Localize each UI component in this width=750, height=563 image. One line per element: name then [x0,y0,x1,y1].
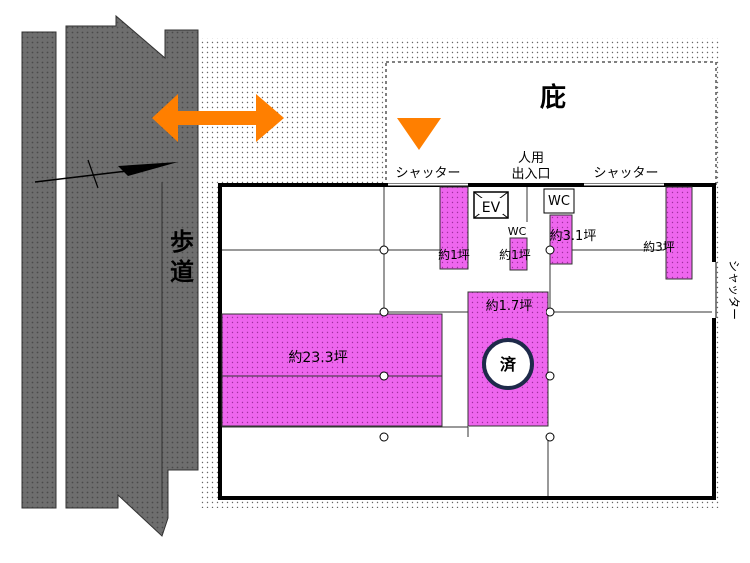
sidewalk-label-1: 歩 [170,228,194,256]
area-wc-small-label: 約1坪 [499,247,531,262]
entrance-label-line1: 人用 [518,151,544,166]
shutter-right-label: シャッター [593,166,658,181]
direction-arrow [118,162,178,176]
shutter-side-label: シャッター [727,260,741,320]
wc-upper-label: WC [548,194,570,209]
room-top-right [665,186,693,280]
area-top-left-label: 約1坪 [438,247,470,262]
sidewalk-label-2: 道 [170,258,194,286]
room-top-left [439,186,469,270]
entrance-label-line2: 出入口 [511,167,550,182]
area-top-right-label: 約3坪 [643,239,675,254]
done-badge [482,338,534,390]
room-top-mid [549,214,573,265]
wc-upper-box [543,188,575,214]
area-top-mid-label: 約3.1坪 [550,229,597,244]
wc-lower-label: WC [508,225,527,238]
ev-label: EV [482,200,501,216]
room-large [221,313,443,427]
road [21,14,199,537]
columns [379,245,555,442]
done-badge-label: 済 [500,355,517,374]
orange-double-arrow [152,94,284,142]
shutter-left-label: シャッター [395,166,460,181]
entrance-marker-triangle [397,118,441,150]
area-large-label: 約23.3坪 [288,350,347,366]
area-mid-label: 約1.7坪 [486,299,533,314]
room-wc-small [509,237,528,271]
awning-label: 庇 [540,83,566,113]
